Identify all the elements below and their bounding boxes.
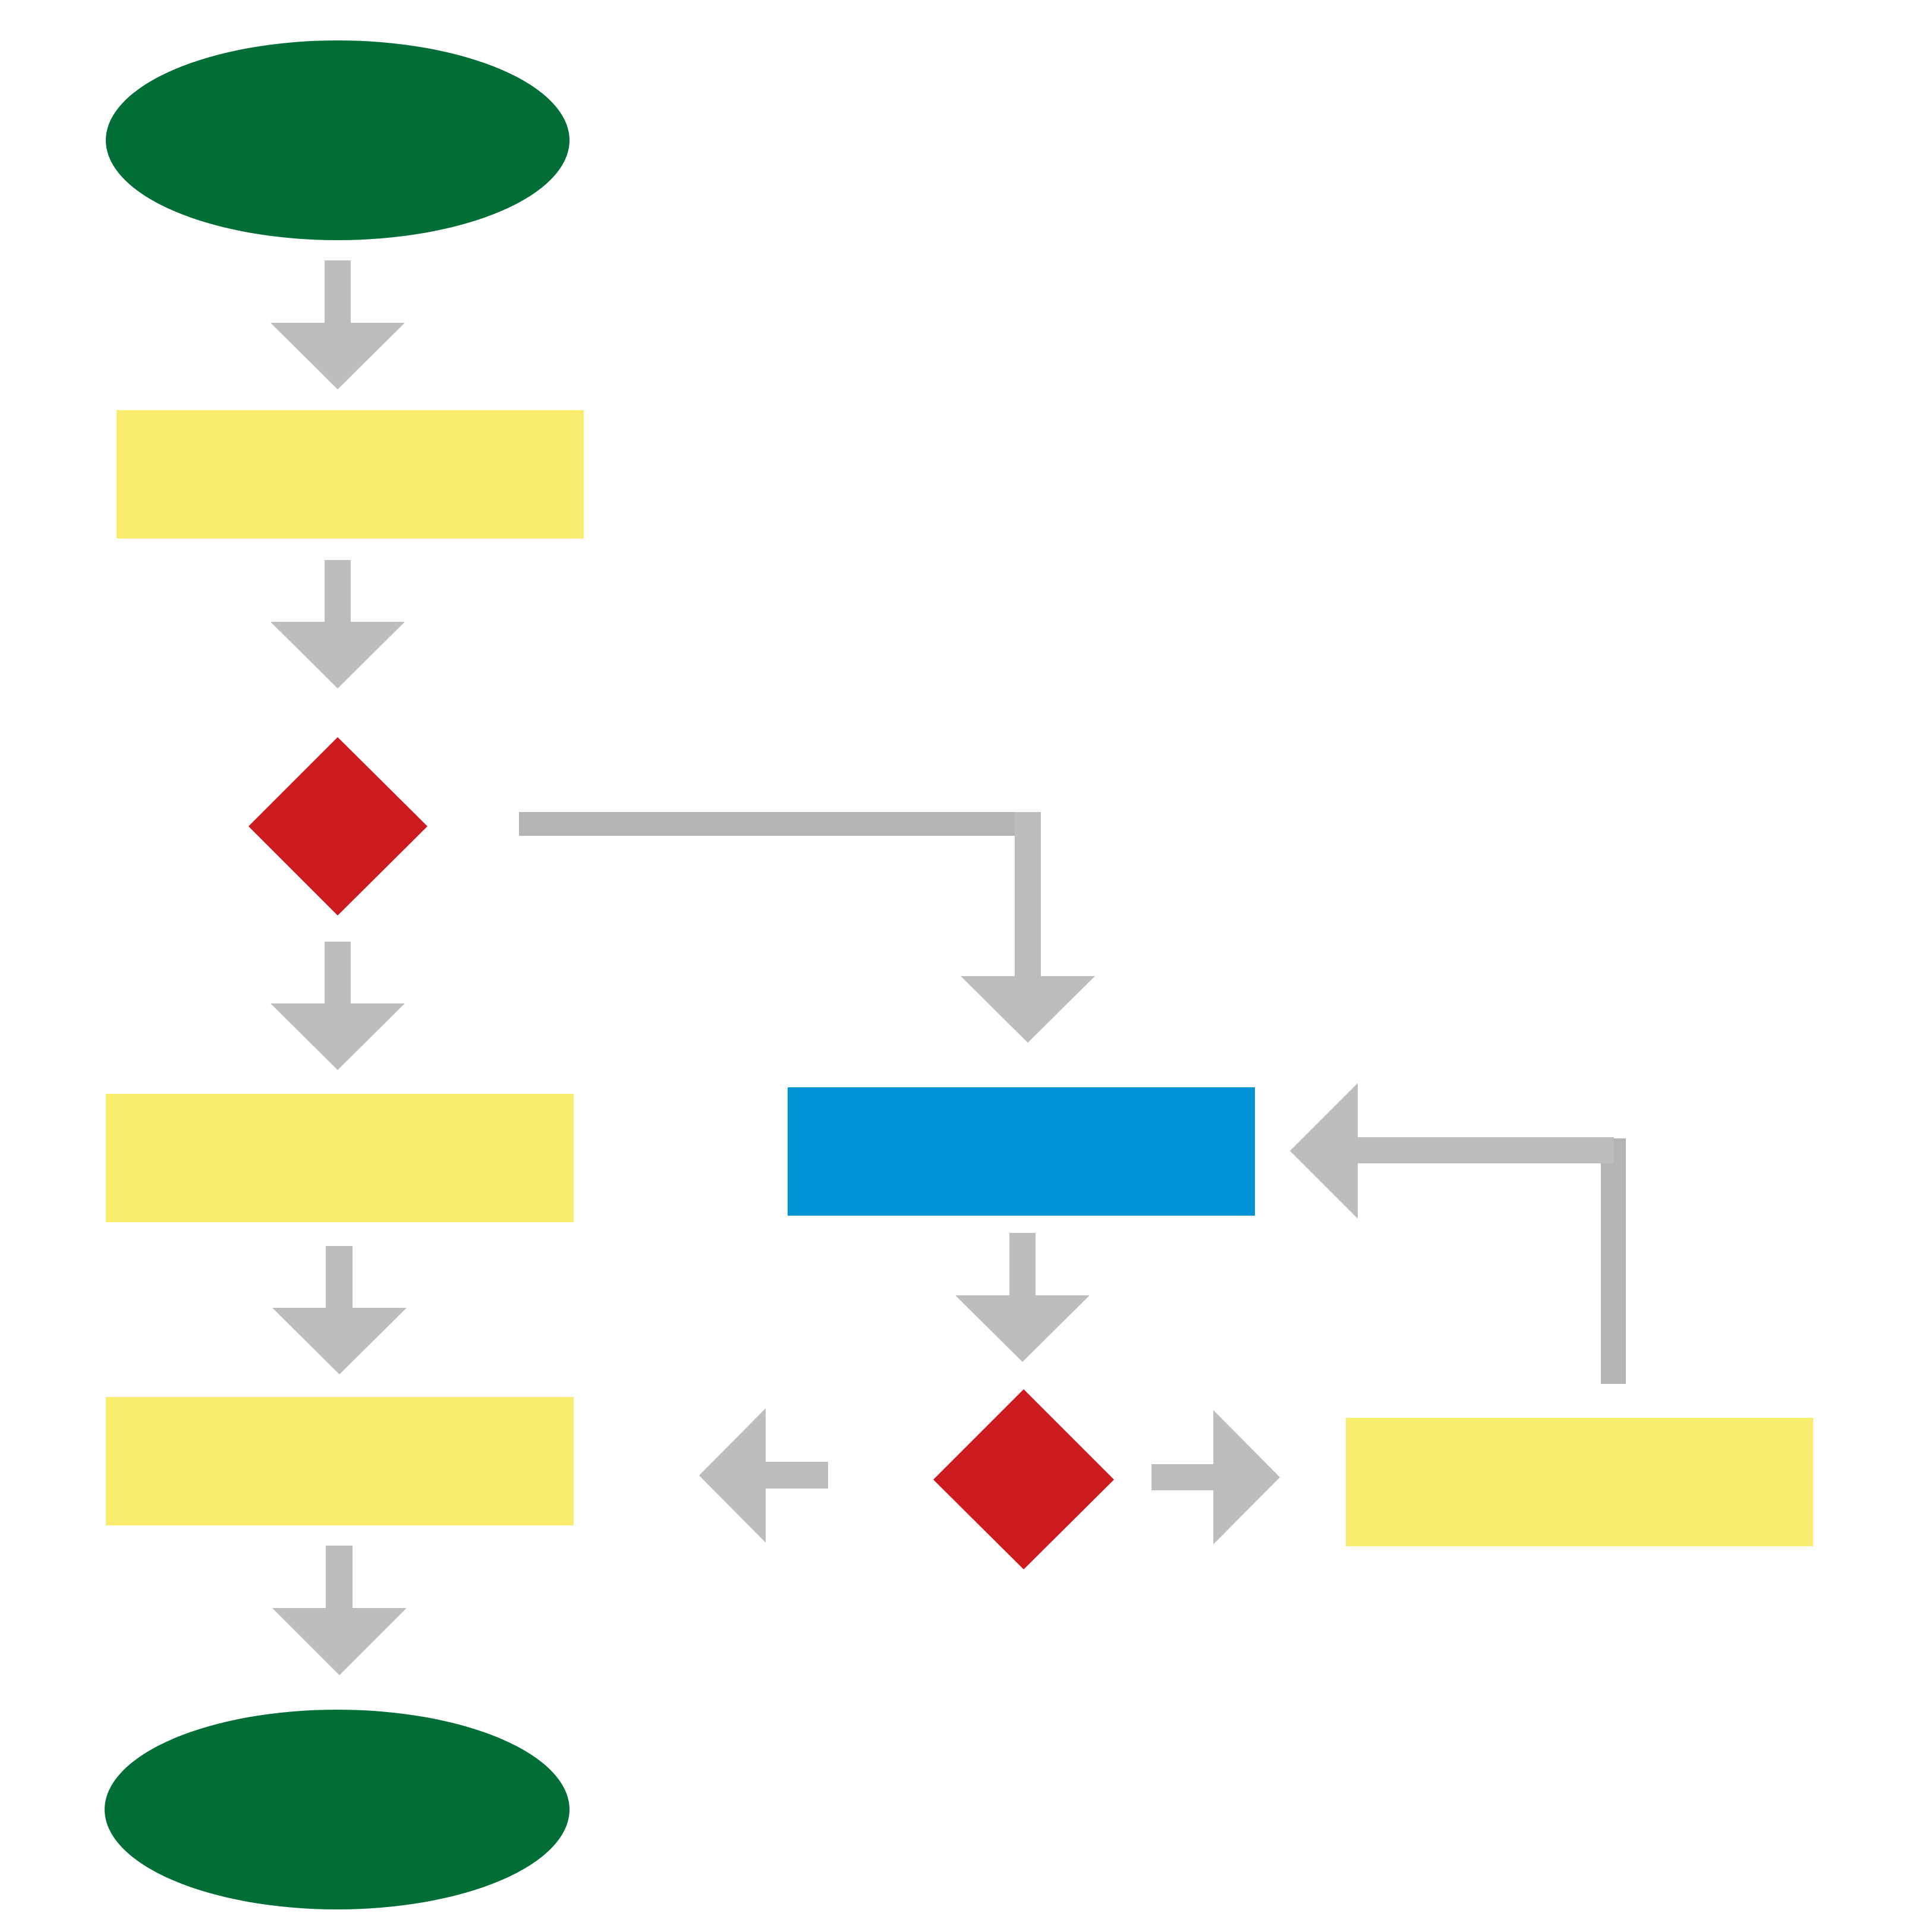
arrow-down-3 — [270, 942, 405, 1070]
arrow-down-1 — [270, 260, 405, 389]
decision-diamond-1 — [248, 737, 427, 915]
connector-horizontal-1 — [519, 812, 1028, 836]
process-box-1 — [117, 410, 584, 539]
process-box-2 — [106, 1094, 574, 1222]
arrow-right-from-decision-2 — [1151, 1410, 1280, 1544]
end-terminal — [105, 1710, 569, 1909]
arrow-left-from-decision-2 — [699, 1408, 828, 1543]
process-box-right — [1346, 1418, 1813, 1546]
process-box-3 — [106, 1397, 574, 1525]
arrow-down-6 — [955, 1233, 1090, 1362]
connector-vertical-loop — [1601, 1138, 1626, 1384]
start-terminal — [106, 40, 569, 240]
arrow-down-to-blue — [961, 812, 1095, 1043]
arrow-down-5 — [272, 1546, 407, 1675]
arrow-left-to-blue — [1290, 1083, 1614, 1219]
decision-diamond-2 — [933, 1389, 1114, 1569]
arrow-down-4 — [272, 1246, 407, 1374]
arrow-down-2 — [270, 560, 405, 688]
process-box-blue — [788, 1087, 1255, 1216]
